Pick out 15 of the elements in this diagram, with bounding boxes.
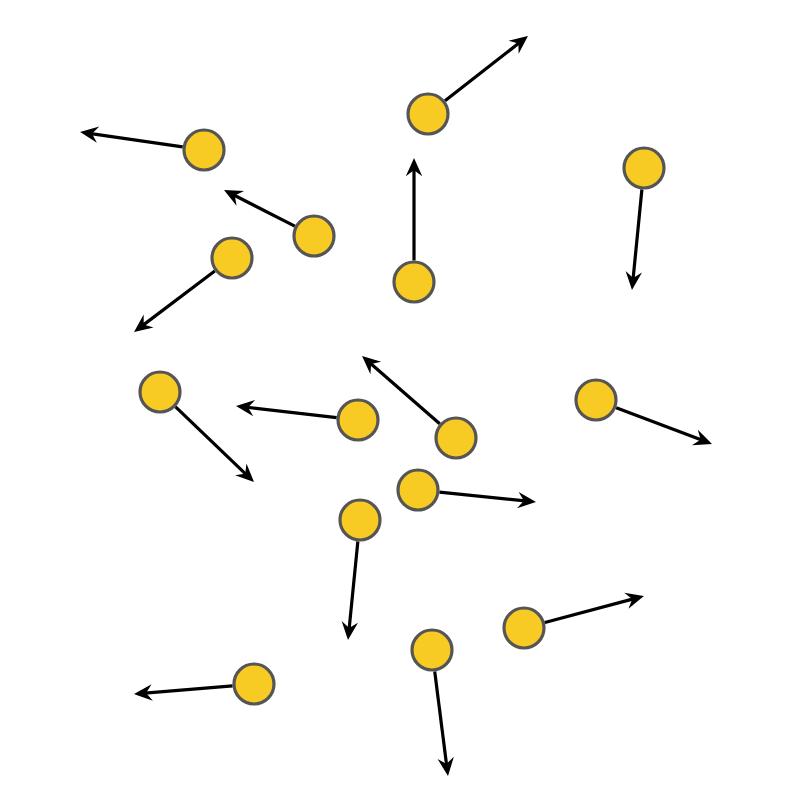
particle-circle [410, 628, 454, 672]
particle-circle [232, 662, 276, 706]
particle-circle [292, 214, 336, 258]
particle-circle [406, 92, 450, 136]
particle-circle [210, 236, 254, 280]
particle-circle [392, 260, 436, 304]
particle-circle [338, 498, 382, 542]
particle-circle [396, 468, 440, 512]
particle-circle [336, 398, 380, 442]
particle-circle [622, 146, 666, 190]
particle-circle [434, 416, 478, 460]
particle-circle [574, 378, 618, 422]
particle-circle [182, 128, 226, 172]
particle-circle [138, 370, 182, 414]
particle-circle [502, 606, 546, 650]
